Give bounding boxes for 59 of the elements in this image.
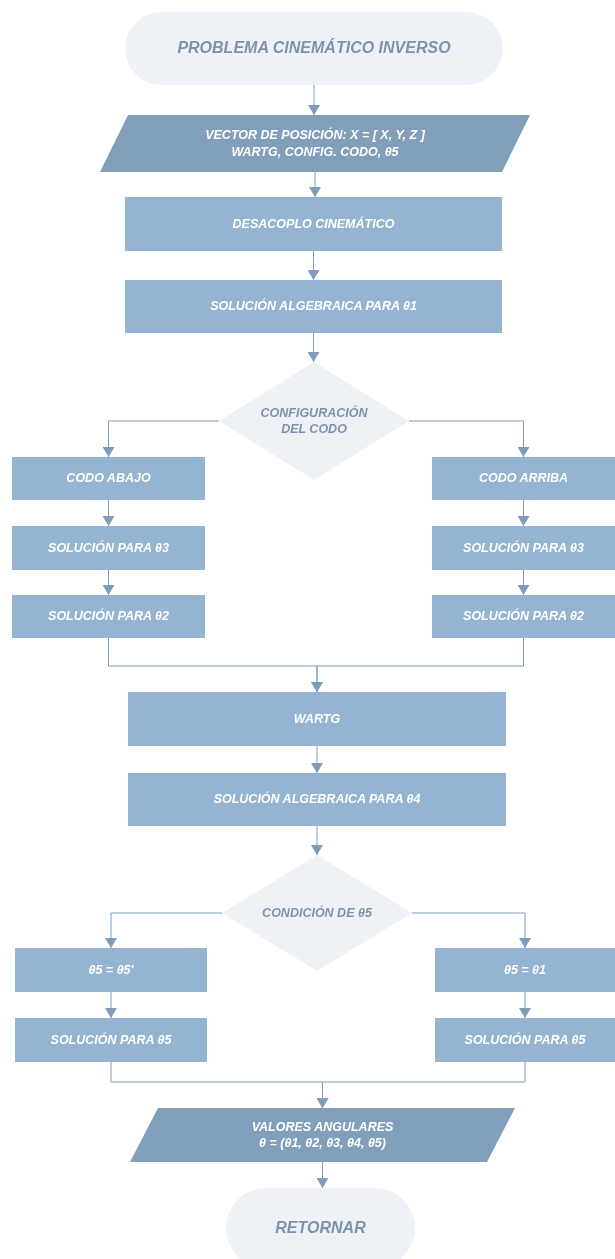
- arrow: [102, 569, 115, 596]
- process-box: [125, 280, 502, 333]
- process-box: [128, 692, 506, 746]
- node-label: VALORES ANGULARES: [251, 1118, 394, 1135]
- node-label: DESACOPLO CINEMÁTICO: [232, 215, 395, 233]
- node-label: θ = (θ1, θ2, θ3, θ4, θ5): [259, 1135, 386, 1152]
- process-box: [15, 948, 207, 992]
- node-label: θ5 = θ1: [503, 961, 547, 979]
- node-label: SOLUCIÓN PARA θ2: [463, 608, 584, 625]
- node-label: CODO ABAJO: [66, 470, 151, 487]
- output-parallelogram: [130, 1108, 515, 1162]
- node-label: CONFIGURACIÓN DEL CODO: [259, 404, 369, 438]
- node-label: WARTG: [293, 710, 341, 728]
- node-label: SOLUCIÓN PARA θ5: [464, 1031, 586, 1049]
- process-box: [432, 457, 615, 500]
- process-box: [432, 595, 615, 638]
- process-box: [12, 526, 205, 570]
- arrow: [316, 1161, 329, 1189]
- process-box: [435, 948, 615, 992]
- node-label: RETORNAR: [275, 1217, 366, 1238]
- arrow: [411, 912, 531, 949]
- process-box: [12, 457, 205, 500]
- arrow: [307, 332, 320, 363]
- arrow: [105, 912, 223, 949]
- arrow: [102, 420, 220, 458]
- node-label: CODO ARRIBA: [478, 470, 569, 487]
- process-box: [128, 773, 506, 826]
- decision-diamond: [219, 362, 409, 480]
- arrow: [105, 991, 117, 1019]
- node-label: SOLUCIÓN ALGEBRAICA PARA θ4: [213, 791, 421, 808]
- input-parallelogram: [100, 115, 530, 172]
- node-label: SOLUCIÓN PARA θ3: [48, 539, 169, 557]
- node-label: θ5 = θ5': [88, 961, 134, 979]
- arrow: [102, 499, 115, 527]
- node-label: SOLUCIÓN ALGEBRAICA PARA θ1: [210, 298, 417, 315]
- process-box: [12, 595, 205, 638]
- node-label: CONDICIÓN DE θ5: [262, 904, 372, 922]
- arrow: [316, 1061, 526, 1109]
- process-box: [15, 1018, 207, 1062]
- arrow: [517, 499, 530, 527]
- node-label: PROBLEMA CINEMÁTICO INVERSO: [177, 38, 451, 59]
- node-label: WARTG, CONFIG. CODO, θ5: [231, 143, 399, 160]
- node-label: SOLUCIÓN PARA θ3: [463, 539, 584, 557]
- node-label: VECTOR DE POSICIÓN: X = [ X, Y, Z ]: [205, 127, 425, 144]
- arrow: [517, 569, 530, 596]
- arrow: [311, 745, 323, 774]
- node-label: SOLUCIÓN PARA θ5: [50, 1031, 172, 1049]
- arrow: [408, 420, 530, 458]
- arrow: [311, 637, 524, 693]
- process-box: [435, 1018, 615, 1062]
- arrow: [307, 250, 320, 281]
- arrow: [519, 991, 531, 1019]
- decision-diamond: [222, 855, 412, 971]
- arrow: [308, 84, 320, 116]
- node-label: SOLUCIÓN PARA θ2: [48, 608, 169, 625]
- process-box: [125, 197, 502, 251]
- arrow: [311, 825, 323, 856]
- process-box: [432, 526, 615, 570]
- arrow: [309, 171, 321, 198]
